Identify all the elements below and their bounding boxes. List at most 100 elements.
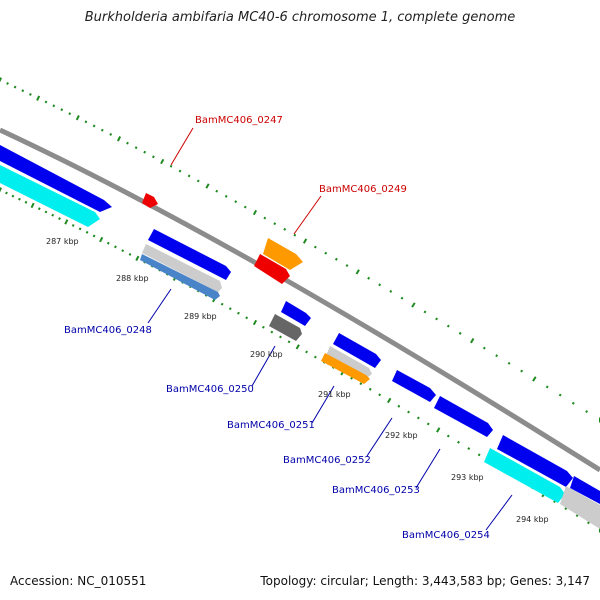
tick-mark — [407, 410, 410, 414]
tick-mark — [234, 200, 238, 204]
gene-label[interactable]: BamMC406_0251 — [227, 420, 315, 431]
gene-feature-blue[interactable] — [281, 301, 311, 326]
tick-mark — [160, 158, 165, 165]
tick-mark — [143, 150, 147, 154]
tick-mark — [109, 132, 113, 136]
tick-mark — [313, 245, 317, 249]
tick-mark — [435, 317, 438, 321]
tick-mark — [71, 223, 75, 227]
tick-mark — [60, 108, 64, 112]
tick-mark — [6, 82, 9, 85]
tick-mark — [585, 410, 589, 414]
tick-mark — [367, 276, 371, 280]
gene-feature-red[interactable] — [254, 254, 290, 284]
tick-mark — [128, 253, 132, 256]
gene-features — [0, 145, 600, 529]
scale-label: 291 kbp — [318, 390, 351, 399]
gene-feature-blue[interactable] — [570, 476, 600, 504]
tick-mark — [293, 233, 297, 237]
gene-feature-orange[interactable] — [263, 238, 303, 270]
gene-label[interactable]: BamMC406_0249 — [319, 184, 407, 195]
gene-feature-gray[interactable] — [142, 244, 222, 292]
genome-backbone — [0, 127, 600, 473]
tick-mark — [345, 264, 349, 268]
gene-label[interactable]: BamMC406_0254 — [402, 530, 490, 541]
tick-mark — [52, 104, 56, 108]
tick-mark — [270, 330, 274, 334]
tick-mark — [29, 92, 32, 96]
tick-mark — [152, 155, 155, 159]
tick-mark — [378, 393, 382, 397]
tick-mark — [44, 210, 48, 214]
gene-feature-red[interactable] — [142, 193, 158, 208]
scale-label: 290 kbp — [250, 350, 283, 359]
tick-mark — [355, 269, 360, 275]
tick-mark — [215, 189, 219, 193]
tick-mark — [106, 241, 110, 245]
tick-mark — [224, 194, 228, 198]
gene-feature-blue[interactable] — [392, 370, 436, 402]
tick-mark — [44, 100, 48, 104]
tick-mark — [85, 230, 89, 234]
scale-label: 288 kbp — [116, 274, 149, 283]
tick-mark — [446, 324, 450, 328]
tick-mark — [78, 227, 82, 231]
tick-mark — [279, 335, 282, 339]
gene-label[interactable]: BamMC406_0250 — [166, 384, 254, 395]
gene-feature-blue[interactable] — [333, 333, 381, 368]
gene-label[interactable]: BamMC406_0247 — [195, 115, 283, 126]
gene-feature-gray[interactable] — [326, 346, 372, 378]
scale-label: 292 kbp — [385, 431, 418, 440]
tick-mark — [482, 346, 486, 350]
gene-feature-blue[interactable] — [434, 396, 493, 437]
gene-label[interactable]: BamMC406_0252 — [283, 455, 371, 466]
tick-mark — [245, 316, 249, 320]
tick-mark — [196, 179, 200, 183]
gene-feature-blue[interactable] — [148, 229, 231, 280]
gene-feature-cyan[interactable] — [484, 448, 565, 503]
tick-mark — [397, 404, 401, 408]
tick-mark — [378, 283, 382, 287]
gene-feature-blue[interactable] — [0, 145, 112, 212]
gene-feature-cyan[interactable] — [0, 165, 100, 227]
tick-mark — [387, 397, 392, 404]
gene-feature-steel[interactable] — [140, 254, 220, 300]
gene-feature-blue[interactable] — [497, 435, 573, 487]
map-title: Burkholderia ambifaria MC40-6 chromosome… — [84, 10, 516, 25]
tick-mark — [135, 255, 140, 261]
gene-feature-gray[interactable] — [560, 486, 600, 529]
tick-mark — [84, 120, 88, 124]
tick-mark — [477, 453, 481, 457]
tick-mark — [416, 416, 420, 420]
tick-mark — [18, 197, 21, 201]
tick-mark — [178, 169, 182, 173]
outer-tick-track — [0, 77, 600, 423]
scale-label: 287 kbp — [46, 237, 79, 246]
tick-mark — [121, 249, 125, 253]
gene-feature-darkgray[interactable] — [269, 314, 302, 341]
scale-label: 294 kbp — [516, 515, 549, 524]
tick-mark — [24, 200, 28, 204]
tick-mark — [0, 77, 3, 83]
tick-mark — [400, 296, 404, 300]
tick-mark — [389, 289, 393, 293]
tick-mark — [467, 447, 471, 451]
tick-mark — [571, 401, 575, 405]
tick-mark — [64, 219, 69, 225]
tick-mark — [287, 340, 291, 344]
tick-mark — [470, 337, 475, 344]
tick-mark — [51, 213, 55, 217]
gene-feature-orange[interactable] — [321, 353, 370, 384]
tick-mark — [68, 112, 72, 116]
tick-mark — [520, 369, 524, 373]
scale-labels: 287 kbp 288 kbp 289 kbp 290 kbp 291 kbp … — [46, 237, 549, 524]
gene-label[interactable]: BamMC406_0248 — [64, 325, 152, 336]
tick-mark — [283, 227, 287, 231]
tick-mark — [495, 354, 499, 358]
tick-mark — [134, 146, 138, 150]
gene-label[interactable]: BamMC406_0253 — [332, 485, 420, 496]
scale-label: 293 kbp — [451, 473, 484, 482]
tick-mark — [545, 385, 549, 389]
tick-mark — [92, 234, 96, 238]
